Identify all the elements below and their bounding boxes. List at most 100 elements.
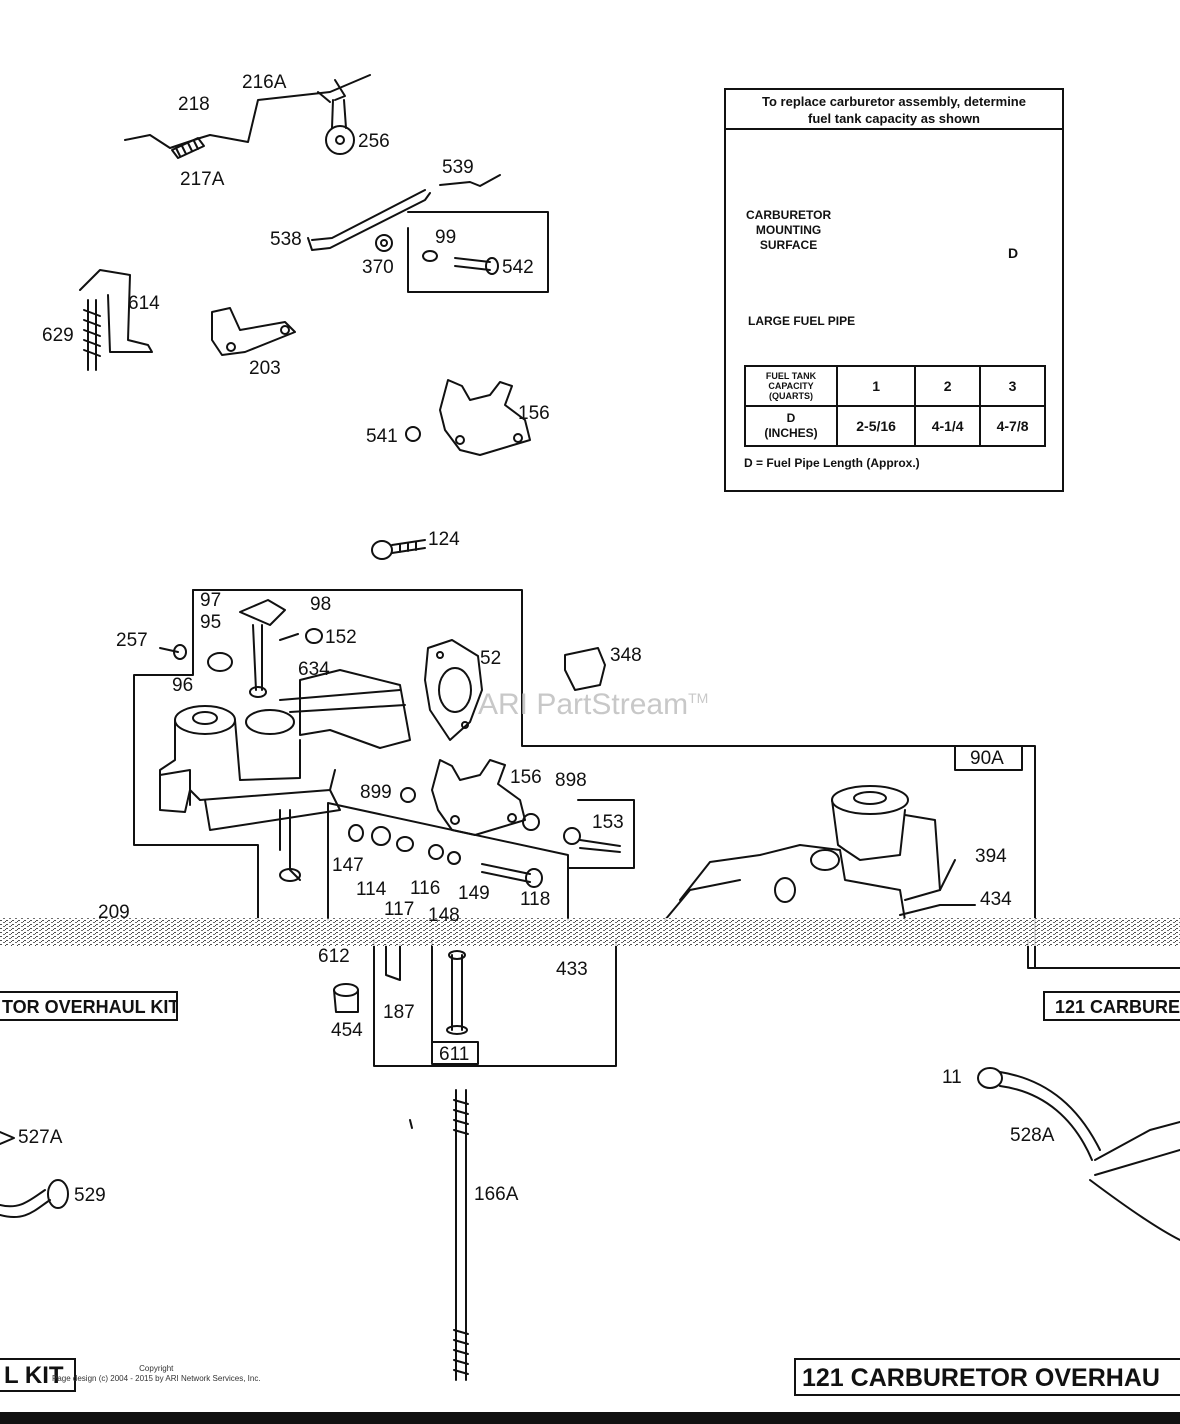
fuel-tank-capacity-inset: To replace carburetor assembly, determin…: [724, 88, 1064, 492]
callout-528a: 528A: [1010, 1125, 1055, 1146]
mounting-line3: SURFACE: [759, 238, 818, 252]
callout-899: 899: [360, 782, 392, 803]
main-callout-frame: [192, 589, 1036, 969]
rod-drawing: [307, 189, 431, 251]
partstream-watermark: ARI PartStreamTM: [478, 688, 708, 722]
callout-257: 257: [116, 630, 148, 651]
capacity-value-3: 3: [979, 365, 1046, 407]
callout-433: 433: [556, 959, 588, 980]
callout-348: 348: [610, 645, 642, 666]
callout-394: 394: [975, 846, 1007, 867]
callout-116: 116: [410, 878, 441, 899]
table-row: D (INCHES) 2-5/16 4-1/4 4-7/8: [744, 405, 1046, 447]
large-fuel-pipe-label: LARGE FUEL PIPE: [748, 314, 856, 328]
capacity-value-2: 2: [914, 365, 982, 407]
watermark-tm: TM: [688, 690, 709, 706]
callout-527a: 527A: [18, 1127, 63, 1148]
callout-634: 634: [298, 659, 330, 680]
small-parts-frame: [327, 802, 569, 921]
callout-541: 541: [366, 426, 398, 447]
fuel-line-right-drawing: [977, 1067, 1180, 1241]
box-153: [567, 799, 635, 869]
length-header-cell: D (INCHES): [744, 405, 838, 447]
callout-370: 370: [362, 257, 394, 278]
callout-898: 898: [555, 770, 587, 791]
length-value-1: 2-5/16: [835, 405, 917, 447]
fuel-pipe-length-table: FUEL TANK CAPACITY (QUARTS) 1 2 3 D (INC…: [744, 365, 1046, 447]
governor-lever-upper-drawing: [439, 379, 531, 456]
callout-218: 218: [178, 94, 210, 115]
callout-95: 95: [200, 612, 222, 633]
capacity-header-line3: (QUARTS): [769, 391, 813, 401]
capacity-header-cell: FUEL TANK CAPACITY (QUARTS): [744, 365, 838, 407]
callout-96: 96: [172, 675, 194, 696]
carburetor-body-drawing: [159, 669, 411, 882]
stud-166a-drawing: [453, 1089, 469, 1381]
bracket-spring-drawing: [79, 269, 153, 371]
hardware-box-frame: [407, 211, 549, 293]
callout-187: 187: [383, 1002, 415, 1023]
callout-97: 97: [200, 590, 222, 611]
table-row: FUEL TANK CAPACITY (QUARTS) 1 2 3: [744, 365, 1046, 407]
callout-11: 11: [942, 1067, 962, 1088]
kit-header-left-bottom: L KIT: [0, 1358, 76, 1392]
bracket-203-drawing: [211, 307, 296, 356]
spring-link-drawing: [439, 174, 501, 187]
copyright-line1: Copyright: [139, 1364, 174, 1373]
kit-header-right-mid: 121 CARBURE: [1043, 991, 1180, 1021]
length-header-line2: (INCHES): [764, 426, 818, 440]
callout-203: 203: [249, 358, 281, 379]
governor-lever-lower-drawing: [431, 759, 526, 836]
inset-title-line2: fuel tank capacity as shown: [808, 111, 980, 126]
bottom-bar: [0, 1412, 1180, 1424]
callout-156-upper: 156: [518, 403, 550, 424]
mounting-surface-label: CARBURETOR MOUNTING SURFACE: [746, 208, 831, 253]
capacity-value-1: 1: [835, 365, 917, 407]
callout-117: 117: [384, 899, 415, 920]
length-value-2: 4-1/4: [914, 405, 982, 447]
callout-611: 611: [439, 1044, 470, 1065]
kit-header-right-bottom: 121 CARBURETOR OVERHAU: [794, 1358, 1180, 1396]
callout-152: 152: [325, 627, 357, 648]
callout-148: 148: [428, 905, 460, 926]
callout-166a: 166A: [474, 1184, 519, 1205]
callout-90a: 90A: [970, 748, 1004, 769]
callout-114: 114: [356, 879, 387, 900]
callout-539: 539: [442, 157, 474, 178]
mounting-line2: MOUNTING: [755, 223, 822, 237]
callout-209: 209: [98, 902, 130, 923]
inset-title-line1: To replace carburetor assembly, determin…: [762, 94, 1026, 109]
copyright-line2: Page design (c) 2004 - 2015 by ARI Netwo…: [52, 1374, 261, 1383]
fuel-line-left-drawing: [0, 1131, 69, 1219]
callout-217a: 217A: [180, 169, 225, 190]
callout-99: 99: [435, 227, 457, 248]
frame-90a: [954, 745, 1023, 771]
lower-callout-frame: [373, 939, 617, 1067]
governor-link-drawing: [124, 74, 371, 159]
callout-454: 454: [331, 1020, 363, 1041]
box-611: [431, 939, 479, 1065]
swivel-drawing: [325, 99, 355, 155]
callout-156-lower: 156: [510, 767, 542, 788]
callout-153: 153: [592, 812, 624, 833]
callout-529: 529: [74, 1185, 106, 1206]
copyright-notice: Copyright Page design (c) 2004 - 2015 by…: [52, 1364, 261, 1384]
kit-header-left-mid: TOR OVERHAUL KIT: [0, 991, 178, 1021]
callout-118: 118: [520, 889, 551, 910]
length-value-3: 4-7/8: [979, 405, 1046, 447]
capacity-header-line1: FUEL TANK: [765, 371, 817, 381]
callout-542: 542: [502, 257, 534, 278]
dimension-d-label: D: [1008, 245, 1019, 261]
callout-434: 434: [980, 889, 1012, 910]
callout-538: 538: [270, 229, 302, 250]
gasket-drawing: [424, 639, 483, 741]
screw-124-drawing: [371, 539, 426, 560]
callout-629: 629: [42, 325, 74, 346]
callout-124: 124: [428, 529, 460, 550]
callout-614: 614: [128, 293, 160, 314]
callout-149: 149: [458, 883, 490, 904]
length-header-line1: D: [786, 411, 796, 425]
bracket-348-drawing: [564, 647, 606, 691]
callout-256: 256: [358, 131, 390, 152]
fuel-pipe-note: D = Fuel Pipe Length (Approx.): [744, 456, 920, 470]
